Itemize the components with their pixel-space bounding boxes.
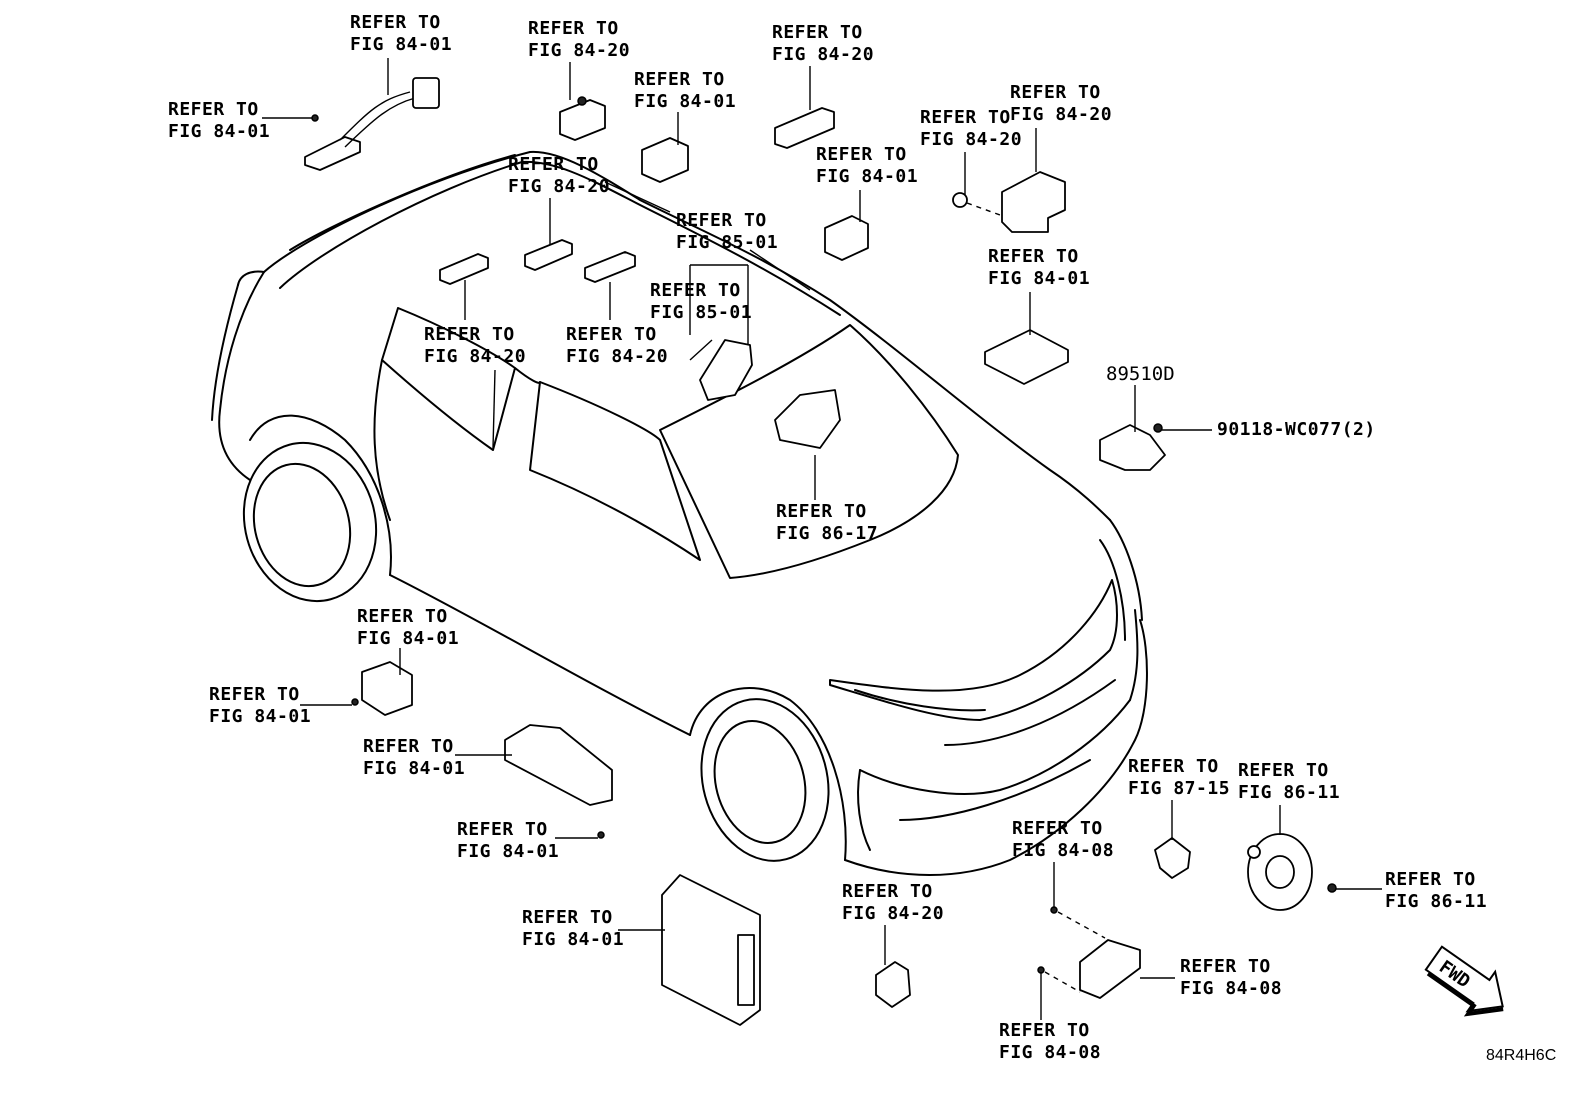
label-20-line2: FIG 84-01	[522, 929, 624, 950]
label-18-line1: REFER TO	[363, 736, 454, 757]
label-25-line1: REFER TO	[1128, 756, 1219, 777]
parts	[304, 77, 1337, 1026]
label-3-line1: REFER TO	[528, 18, 619, 39]
label-16-line2: FIG 84-01	[357, 628, 459, 649]
switch-top	[641, 137, 689, 183]
label-4-line2: FIG 84-01	[634, 91, 736, 112]
label-15-line2: FIG 86-17	[776, 523, 878, 544]
label-4-line1: REFER TO	[634, 69, 725, 90]
sensor-87-15	[1154, 837, 1191, 879]
label-14-line1: REFER TO	[566, 324, 657, 345]
label-14-line2: FIG 84-20	[566, 346, 668, 367]
body-control-module	[661, 874, 761, 1026]
label-2-line1: REFER TO	[168, 99, 259, 120]
label-9-line1: REFER TO	[508, 154, 599, 175]
seat-switch-harness	[304, 77, 440, 171]
label-16-line1: REFER TO	[357, 606, 448, 627]
label-25-line2: FIG 87-15	[1128, 778, 1230, 799]
label-20-line1: REFER TO	[522, 907, 613, 928]
label-11-line2: FIG 84-01	[988, 268, 1090, 289]
label-13-line1: REFER TO	[424, 324, 515, 345]
label-17-line1: REFER TO	[209, 684, 300, 705]
label-19-line1: REFER TO	[457, 819, 548, 840]
bracket-ecu	[952, 171, 1066, 233]
relay-top	[559, 96, 606, 141]
label-24-line1: REFER TO	[999, 1020, 1090, 1041]
label-21-line1: REFER TO	[842, 881, 933, 902]
label-23-line1: REFER TO	[1180, 956, 1271, 977]
label-22-line2: FIG 84-08	[1012, 840, 1114, 861]
label-26-line2: FIG 86-11	[1238, 782, 1340, 803]
label-27-line1: REFER TO	[1385, 869, 1476, 890]
label-26-line1: REFER TO	[1238, 760, 1329, 781]
label-15-line1: REFER TO	[776, 501, 867, 522]
label-9-line2: FIG 84-20	[508, 176, 610, 197]
sensor-89510d	[1099, 423, 1166, 471]
switch-mid	[824, 215, 869, 261]
sensor-top-right	[774, 107, 835, 149]
vehicle-outline	[211, 150, 1148, 876]
label-6-line2: FIG 84-01	[816, 166, 918, 187]
label-22-line1: REFER TO	[1012, 818, 1103, 839]
label-21-line2: FIG 84-20	[842, 903, 944, 924]
roof-sensor-1	[439, 253, 489, 285]
label-7-line2: FIG 84-20	[920, 129, 1022, 150]
label-19-line2: FIG 84-01	[457, 841, 559, 862]
label-group: REFER TO FIG 84-01 REFER TO FIG 84-01 RE…	[168, 12, 1487, 1063]
label-6-line1: REFER TO	[816, 144, 907, 165]
label-8-line1: REFER TO	[1010, 82, 1101, 103]
fastener-number: 90118-WC077(2)	[1217, 419, 1376, 440]
part-number-89510d: 89510D	[1106, 363, 1175, 385]
label-10-line2: FIG 85-01	[676, 232, 778, 253]
rain-sensor-bracket	[774, 389, 841, 449]
radar-bracket	[1037, 906, 1141, 999]
horn	[1247, 833, 1337, 911]
label-27-line2: FIG 86-11	[1385, 891, 1487, 912]
label-5-line2: FIG 84-20	[772, 44, 874, 65]
leader-lines	[262, 58, 1382, 1020]
master-switch	[504, 724, 613, 806]
relay-lower	[875, 961, 911, 1008]
label-18-line2: FIG 84-01	[363, 758, 465, 779]
label-5-line1: REFER TO	[772, 22, 863, 43]
label-2-line2: FIG 84-01	[168, 121, 270, 142]
switch-lower-left	[361, 661, 413, 716]
label-3-line2: FIG 84-20	[528, 40, 630, 61]
label-10-line1: REFER TO	[676, 210, 767, 231]
ecu-module	[984, 329, 1069, 385]
label-7-line1: REFER TO	[920, 107, 1011, 128]
label-1-line2: FIG 84-01	[350, 34, 452, 55]
windshield-camera	[689, 339, 753, 401]
label-11-line1: REFER TO	[988, 246, 1079, 267]
label-12-line1: REFER TO	[650, 280, 741, 301]
label-13-line2: FIG 84-20	[424, 346, 526, 367]
label-23-line2: FIG 84-08	[1180, 978, 1282, 999]
label-1-line1: REFER TO	[350, 12, 441, 33]
diagram-code: 84R4H6C	[1486, 1047, 1556, 1064]
label-17-line2: FIG 84-01	[209, 706, 311, 727]
label-8-line2: FIG 84-20	[1010, 104, 1112, 125]
roof-sensor-2	[524, 239, 573, 271]
fwd-arrow: FWD	[1424, 945, 1504, 1017]
label-24-line2: FIG 84-08	[999, 1042, 1101, 1063]
screw-lower-left	[351, 698, 359, 706]
label-12-line2: FIG 85-01	[650, 302, 752, 323]
screw-master-switch	[597, 831, 605, 839]
roof-sensor-3	[584, 251, 636, 283]
